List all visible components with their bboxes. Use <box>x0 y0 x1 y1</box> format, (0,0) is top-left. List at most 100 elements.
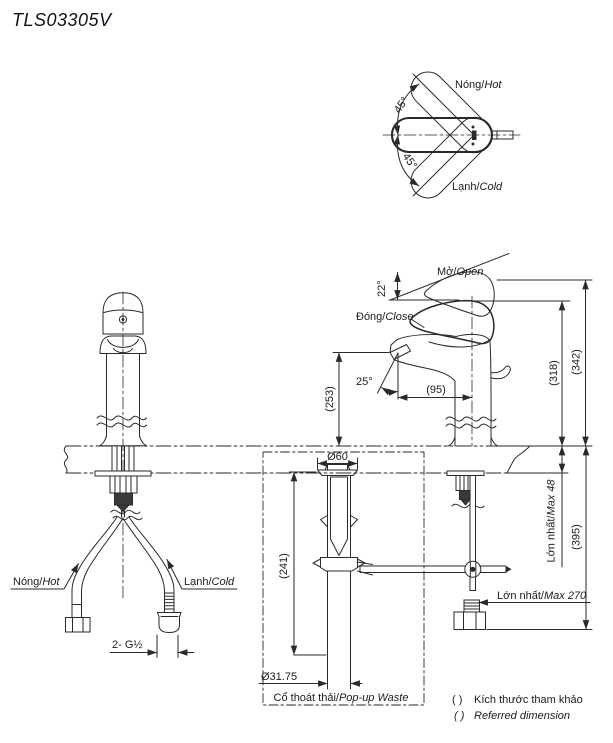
hot-hex-facets <box>72 617 84 633</box>
front-cold-label: Lạnh/Cold <box>184 576 235 588</box>
dia3175-extensions <box>327 654 351 690</box>
supply-hex-facets <box>463 611 477 630</box>
waste-side-tabs <box>320 515 358 528</box>
popup-detail-box <box>262 451 425 706</box>
dim253-label: (253) <box>324 386 336 412</box>
side-view-diagram: 22° Mở/Open Đóng/Close 25° (95) (253) (3… <box>324 253 593 630</box>
footer-note-vi: Kích thước tham khảo <box>474 694 583 706</box>
angle45-upper-label: 45° <box>392 95 411 116</box>
angle25-arc <box>381 387 399 396</box>
handle-closed-outline <box>409 299 495 345</box>
front-hot-vi: Nóng/ <box>13 576 43 588</box>
footer-note-en: Referred dimension <box>474 710 570 722</box>
thread-size-label: 2- G½ <box>112 639 143 651</box>
front-cold-vi: Lạnh/ <box>184 576 212 588</box>
cold-leader <box>167 560 238 590</box>
side-nut-hatch <box>459 475 469 491</box>
front-view-diagram: Nóng/Hot Lạnh/Cold 2- G½ <box>10 291 238 658</box>
top-view-handle-rotation-diagram: 45° 45° Nóng/Hot Lạnh/Cold <box>382 71 521 199</box>
front-break-small <box>110 509 143 521</box>
body-edges <box>454 340 492 447</box>
dia60-label: Ø60 <box>327 451 348 463</box>
close-label-en: Close <box>385 311 413 323</box>
counter-left-break <box>63 445 69 474</box>
popup-flange <box>317 464 358 476</box>
front-washer <box>94 470 152 477</box>
handle-pivot-bar <box>472 130 477 140</box>
dim95-label: (95) <box>426 384 446 396</box>
lift-rod <box>469 475 476 591</box>
dim241-label: (241) <box>278 553 290 579</box>
waste-plug-hatched <box>330 476 348 556</box>
front-hood <box>99 335 147 354</box>
supply-hex-nut <box>453 611 486 630</box>
close-label-vi: Đóng/ <box>356 311 386 323</box>
angle22-label: 22° <box>376 280 388 297</box>
front-cold-en: Cold <box>212 576 236 588</box>
side-shank-tip <box>459 499 472 506</box>
top-cold-vi: Lạnh/ <box>452 181 480 193</box>
aerator-hatched <box>389 344 411 360</box>
valve-stem <box>491 130 514 140</box>
rod-collar <box>320 557 358 572</box>
height-extension-lines <box>461 279 593 447</box>
hot-leader <box>10 564 79 590</box>
cold-thread-lines <box>164 592 175 610</box>
front-hot-en: Hot <box>42 576 60 588</box>
handle-body-seam <box>410 318 492 348</box>
top-cold-label: Lạnh/Cold <box>452 181 503 193</box>
max270-vi: Lớn nhất/ <box>497 590 545 602</box>
max270-en: Max 270 <box>544 590 587 602</box>
front-shank-tubes <box>111 445 135 472</box>
open-label: Mở/Open <box>437 266 483 278</box>
rotation-reference-lines <box>412 73 475 197</box>
popup-caption-en: Pop-up Waste <box>339 692 409 704</box>
open-label-en: Open <box>456 266 483 278</box>
arc45-upper <box>393 83 420 136</box>
side-shank-dark <box>459 490 470 500</box>
body-base-flare <box>447 436 499 447</box>
footer-paren-2: ( ) <box>454 710 465 722</box>
footer-paren-1: ( ) <box>452 694 462 706</box>
top-hot-label: Nóng/Hot <box>455 79 502 91</box>
hot-hose <box>71 516 123 618</box>
top-hot-vi: Nóng/ <box>455 79 485 91</box>
popup-cap <box>327 464 348 471</box>
front-break-lines <box>96 415 147 428</box>
spout-underside <box>393 359 456 382</box>
popup-waste-caption: Cổ thoát thải/Pop-up Waste <box>274 692 409 704</box>
counter-right-break <box>506 445 531 474</box>
front-handle-dome <box>102 292 144 335</box>
max48-vi: Lớn nhất/ <box>546 515 558 563</box>
body-break-lines <box>445 416 497 429</box>
dim342-label: (342) <box>571 349 583 375</box>
front-shank-dark <box>114 492 133 506</box>
handle-dot-top <box>471 125 475 129</box>
handle-dot-bottom <box>471 142 475 146</box>
dim395-label: (395) <box>571 524 583 550</box>
open-label-vi: Mở/ <box>437 266 457 278</box>
horizontal-popup-rod <box>359 565 507 573</box>
handle-open-outline <box>423 271 495 317</box>
angle22-reference-lines <box>388 253 510 301</box>
spout-top-outline <box>389 333 491 353</box>
rod-clamp-pin <box>470 566 476 572</box>
front-base-flare <box>99 435 147 447</box>
cold-hose <box>123 516 175 613</box>
side-mount-flange <box>446 470 485 476</box>
arc45-lower <box>393 134 420 187</box>
max270-label: Lớn nhất/Max 270 <box>497 590 587 602</box>
front-handle-top-line <box>103 309 143 313</box>
thread-ext-lines <box>156 634 179 658</box>
popup-caption-vi: Cổ thoát thải/ <box>274 692 340 704</box>
dia3175-label: Ø31.75 <box>261 671 297 683</box>
front-hot-label: Nóng/Hot <box>13 576 60 588</box>
front-handle-dot <box>118 315 128 324</box>
footer-notes: ( ) Kích thước tham khảo ( ) Referred di… <box>452 694 583 722</box>
top-hot-en: Hot <box>484 79 502 91</box>
front-shank-tip <box>115 504 131 513</box>
front-mount-nut <box>109 475 138 494</box>
close-label: Đóng/Close <box>356 311 413 323</box>
popup-waste-diagram: Ø60 (241) Ø31.75 Cổ thoát thải/Pop-up Wa… <box>258 451 425 706</box>
